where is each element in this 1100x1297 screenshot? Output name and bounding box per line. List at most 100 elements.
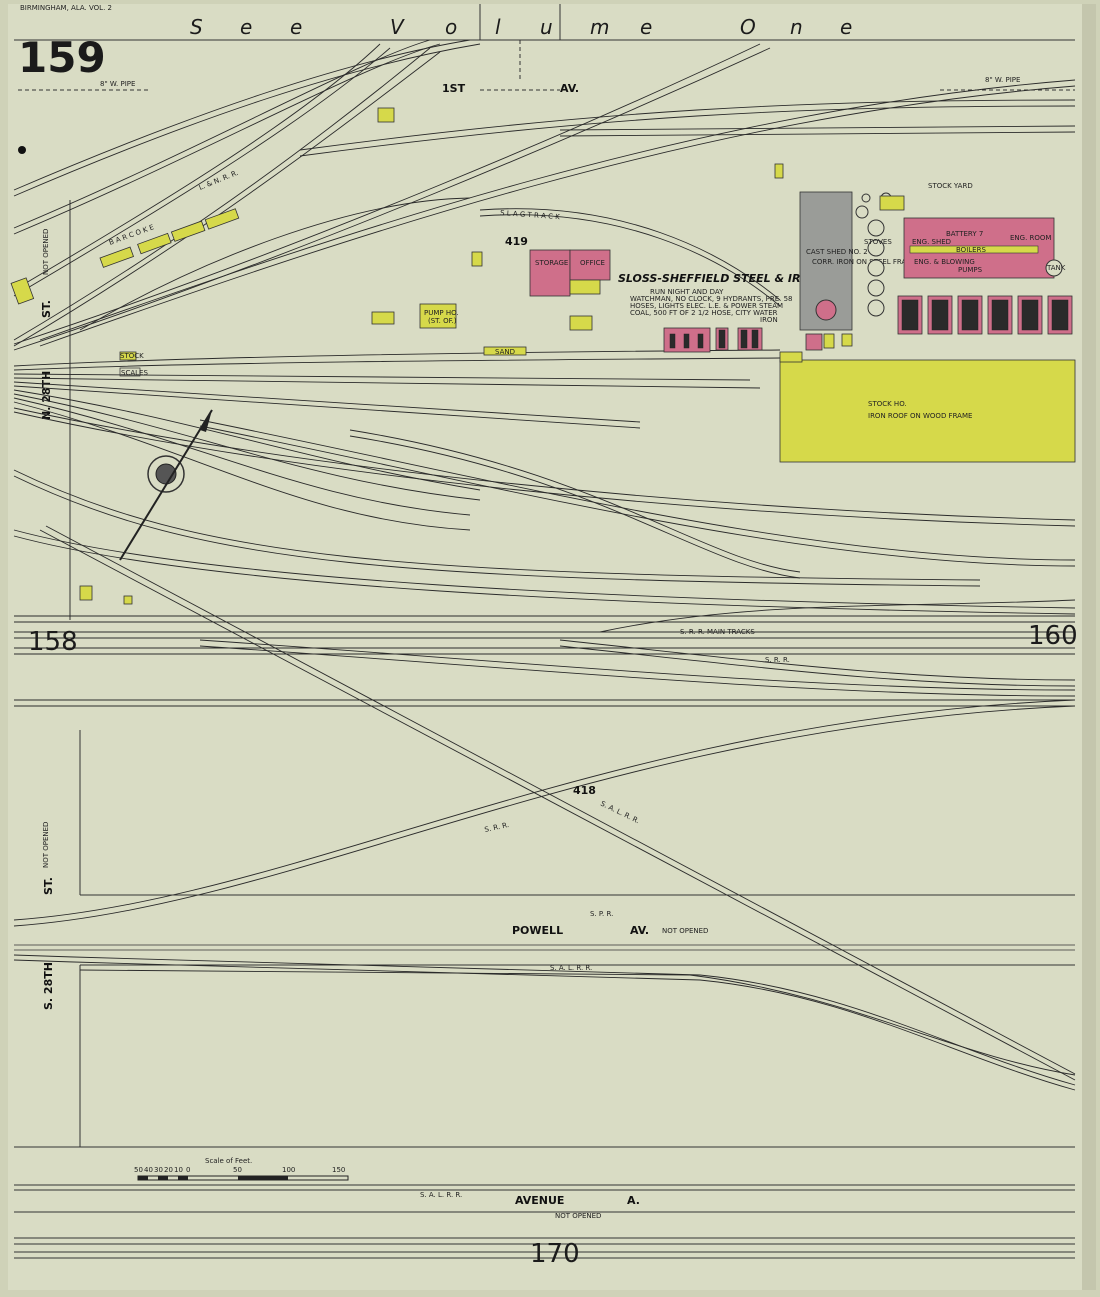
see-volume-one-banner: S e e V o l u m e O n e (190, 15, 852, 39)
avenue-a-letter: A. (627, 1194, 640, 1207)
adjacent-sheet-right: 160 (1028, 621, 1078, 651)
scale-title: Scale of Feet. (205, 1157, 252, 1165)
scale-tick: 10 (174, 1166, 183, 1174)
battery-label: BATTERY 7 (946, 230, 983, 238)
powell-not-opened: NOT OPENED (662, 927, 708, 935)
scale-tick: 20 (164, 1166, 173, 1174)
pumps-label: PUMPS (958, 266, 983, 274)
pipe-label-left: 8" W. PIPE (100, 80, 135, 88)
pump-house (419, 303, 457, 329)
paper (8, 4, 1082, 1290)
corner-note: BIRMINGHAM, ALA. VOL. 2 (20, 4, 112, 12)
window (697, 333, 704, 349)
first-av-suffix: AV. (560, 82, 579, 95)
s28th-label: S. 28TH (42, 962, 55, 1010)
salrr-curve (13, 959, 1076, 1091)
diagonal-tracks (13, 525, 1076, 1081)
scale-tick: 40 (144, 1166, 153, 1174)
cast-shed-label: CAST SHED NO. 2 (806, 248, 868, 256)
window (751, 329, 759, 349)
company-name: SLOSS-SHEFFIELD STEEL & IRON CO. (618, 272, 844, 285)
salrr-curve (13, 954, 1076, 1086)
sand-shed (483, 346, 527, 356)
scale-tick: 150 (332, 1166, 345, 1174)
scale-tick: 50 (233, 1166, 242, 1174)
small-frame-building (79, 585, 93, 601)
banner-letter: o (445, 15, 457, 39)
window (669, 333, 676, 349)
salrr-curve (79, 969, 1076, 1076)
powell-label: POWELL (512, 924, 563, 937)
scale-tick: 50 (134, 1166, 143, 1174)
window (718, 329, 726, 349)
scales-label: SCALES (121, 369, 148, 377)
company-note: HOSES, LIGHTS ELEC. L.E. & POWER STEAM (630, 302, 783, 310)
main-tracks (14, 599, 1076, 707)
banner-letter: e (240, 15, 252, 39)
storage-label: STORAGE (535, 259, 568, 267)
small-frame-building (879, 195, 905, 211)
small-frame-building (123, 595, 133, 605)
small-brick-building (805, 333, 823, 351)
block-419: 419 (505, 235, 528, 248)
office-label: OFFICE (580, 259, 605, 267)
scale-tick: 30 (154, 1166, 163, 1174)
stock-shed (119, 351, 137, 361)
not-opened-label: NOT OPENED (42, 229, 50, 275)
office-building (569, 249, 611, 281)
sand-label: SAND (495, 348, 515, 356)
window (683, 333, 690, 349)
furnace (815, 299, 837, 321)
compass-rose (119, 409, 213, 561)
adjacent-sheet-left: 158 (28, 627, 78, 657)
banner-letter: e (290, 15, 302, 39)
stock-house-note: IRON ROOF ON WOOD FRAME (868, 412, 972, 420)
scale-bar (137, 1175, 349, 1181)
small-frame-building (471, 251, 483, 267)
pump-house-note: (ST. OF.) (428, 317, 457, 325)
stock-house-label: STOCK HO. (868, 400, 907, 408)
eng-room-label: ENG. ROOM (1010, 234, 1051, 242)
stock-label: STOCK (120, 352, 144, 360)
avenue-a-label: AVENUE (515, 1194, 564, 1207)
srr-label: S. R. R. (765, 656, 790, 664)
st-bottom-label: ST. (42, 877, 55, 895)
banner-letter: n (790, 15, 803, 39)
frame-building (569, 315, 593, 331)
powell-av-label: AV. (630, 924, 649, 937)
tank-label: TANK (1046, 264, 1066, 272)
office-annex (569, 279, 601, 295)
salrr-bottom-label: S. A. L. R. R. (420, 1191, 462, 1199)
binding-strip (1082, 4, 1096, 1290)
banner-letter: m (590, 15, 609, 39)
storage-building (529, 249, 571, 297)
company-note: WATCHMAN, NO CLOCK, 9 HYDRANTS, PRE. 58 (630, 295, 793, 303)
tank (1045, 259, 1063, 277)
company-note: COAL, 500 FT OF 2 1/2 HOSE, CITY WATER (630, 309, 778, 317)
ovens-row (897, 295, 1073, 335)
banner-letter: V (390, 15, 405, 39)
banner-letter: e (840, 15, 852, 39)
company-note: RUN NIGHT AND DAY (650, 288, 724, 296)
small-frame-building (774, 163, 784, 179)
small-frame-building (377, 107, 395, 123)
pipe-label-right: 8" W. PIPE (985, 76, 1020, 84)
sheet-number: 159 (18, 33, 106, 82)
stoves-label: STOVES (864, 238, 892, 246)
upper-tracks (13, 39, 1076, 351)
avenue-a-not-opened: NOT OPENED (555, 1212, 601, 1220)
banner-letter: l (495, 15, 501, 39)
hydrant-marker (18, 146, 26, 154)
stock-house (779, 359, 1076, 463)
eng-shed-label: ENG. SHED (912, 238, 951, 246)
small-frame-building (823, 333, 835, 349)
banner-letter: S (190, 15, 203, 39)
salrr-label: S. A. L. R. R. (550, 964, 592, 972)
first-av-label: 1ST (442, 82, 466, 95)
boilers-row (909, 245, 1039, 254)
frame-building (371, 311, 395, 325)
srr-main-label: S. R. R. MAIN TRACKS (680, 628, 755, 636)
window (740, 329, 748, 349)
